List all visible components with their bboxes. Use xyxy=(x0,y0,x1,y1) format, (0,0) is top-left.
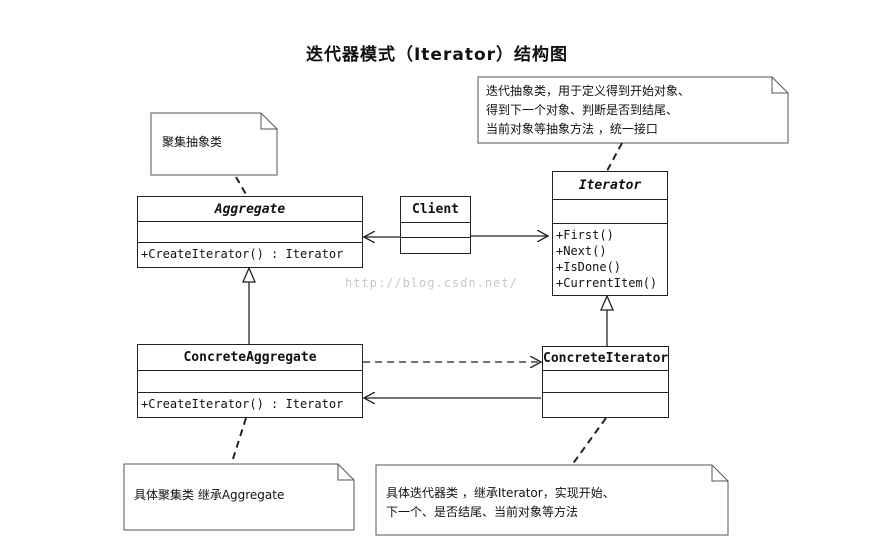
client-class: Client xyxy=(400,196,471,254)
note-concrete-aggregate-shape xyxy=(123,463,355,531)
iterator-attributes xyxy=(553,200,667,224)
note-concrete-iterator: 具体迭代器类 ，继承Iterator，实现开始、 下一个、是否结尾、当前对象等方… xyxy=(386,484,615,522)
concrete-aggregate-class: ConcreteAggregate +CreateIterator() : It… xyxy=(137,344,363,418)
concrete-aggregate-class-name: ConcreteAggregate xyxy=(138,345,362,371)
client-attributes xyxy=(401,223,470,238)
note-iterator-shape xyxy=(477,76,789,144)
note-concrete-iterator-line-1: 具体迭代器类 ，继承Iterator，实现开始、 xyxy=(386,486,615,500)
note-aggregate-line: 聚集抽象类 xyxy=(162,135,223,149)
aggregate-class-name: Aggregate xyxy=(138,197,362,222)
note-concrete-iterator-shape xyxy=(375,464,729,536)
note-concrete-iterator-line-2: 下一个、是否结尾、当前对象等方法 xyxy=(386,505,579,519)
note-concrete-iterator-anchor xyxy=(571,417,607,466)
note-iterator-line-3: 当前对象等抽象方法 ，统一接口 xyxy=(486,122,658,136)
iterator-op-isdone: +IsDone() xyxy=(556,260,622,274)
client-operations xyxy=(401,238,470,253)
concrete-aggregate-attributes xyxy=(138,371,362,393)
note-iterator: 迭代抽象类，用于定义得到开始对象、 得到下一个对象、判断是否到结尾、 当前对象等… xyxy=(486,82,690,139)
note-iterator-anchor xyxy=(606,142,623,172)
aggregate-class: Aggregate +CreateIterator() : Iterator xyxy=(137,196,363,268)
concrete-iterator-class-name: ConcreteIterator xyxy=(543,347,668,371)
iterator-class: Iterator +First() +Next() +IsDone() +Cur… xyxy=(552,171,668,296)
note-aggregate-shape xyxy=(150,112,278,176)
concrete-aggregate-operation: +CreateIterator() : Iterator xyxy=(141,397,344,411)
concrete-iterator-class: ConcreteIterator xyxy=(542,346,669,418)
aggregate-attributes xyxy=(138,222,362,243)
diagram-title: 迭代器模式（Iterator）结构图 xyxy=(305,45,569,65)
note-concrete-aggregate-anchor xyxy=(231,417,247,463)
watermark-text: http://blog.csdn.net/ xyxy=(345,276,518,290)
note-aggregate-anchor xyxy=(235,176,248,197)
note-aggregate: 聚集抽象类 xyxy=(162,133,222,152)
note-concrete-aggregate: 具体聚集类 继承Aggregate xyxy=(134,486,284,505)
iterator-op-next: +Next() xyxy=(556,244,607,258)
iterator-class-name: Iterator xyxy=(553,172,667,200)
concrete-iterator-operations xyxy=(543,393,668,417)
concrete-iterator-attributes xyxy=(543,371,668,393)
client-class-name: Client xyxy=(401,197,470,223)
note-iterator-line-2: 得到下一个对象、判断是否到结尾、 xyxy=(486,103,679,117)
iterator-operations: +First() +Next() +IsDone() +CurrentItem(… xyxy=(553,224,667,291)
iterator-op-currentitem: +CurrentItem() xyxy=(556,276,658,290)
note-concrete-aggregate-line: 具体聚集类 继承Aggregate xyxy=(134,488,285,502)
note-iterator-line-1: 迭代抽象类，用于定义得到开始对象、 xyxy=(486,84,691,98)
iterator-op-first: +First() xyxy=(556,228,614,242)
aggregate-operation: +CreateIterator() : Iterator xyxy=(141,247,344,261)
